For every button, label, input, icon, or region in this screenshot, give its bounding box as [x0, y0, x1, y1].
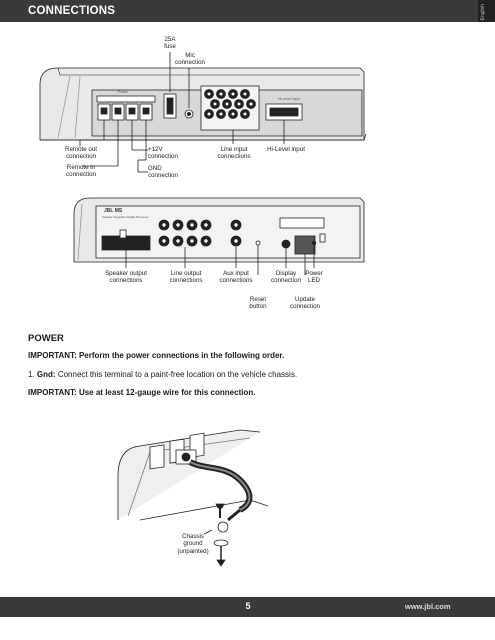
mic-callout: Mic connection: [175, 52, 205, 67]
amplifier-front-diagram: JBL MS Speaker Integration Digital Proce…: [73, 197, 365, 275]
hi-level-panel-text: Hi-Level Input: [278, 97, 300, 101]
remote-out-callout: Remote out connection: [65, 146, 97, 161]
update-callout: Update connection: [290, 296, 320, 311]
fuse-callout: 25A fuse: [164, 36, 176, 51]
speaker-output-callout: Speaker output connections: [105, 270, 147, 285]
page-title: CONNECTIONS: [28, 5, 116, 17]
footer-url[interactable]: www.jbl.com: [405, 602, 451, 611]
step-1: 1. Gnd: Connect this terminal to a paint…: [28, 370, 297, 379]
model-panel-text: Speaker Integration Digital Processor: [102, 215, 148, 219]
remote-in-callout: Remote in connection: [66, 164, 96, 179]
chassis-ground-callout: Chassis ground (unpainted): [177, 533, 209, 555]
display-callout: Display connection: [271, 270, 301, 285]
step-1-number: 1.: [28, 370, 35, 379]
line-output-callout: Line output connections: [169, 270, 203, 285]
hi-level-callout: Hi-Level input: [267, 146, 305, 153]
gnd-callout: GND connection: [148, 165, 178, 180]
brand-panel-text: JBL MS: [104, 208, 123, 214]
aux-input-callout: Aux input connections: [219, 270, 253, 285]
power-panel-text: Power: [118, 90, 129, 94]
page-number: 5: [245, 601, 251, 611]
language-tab: English: [478, 0, 495, 22]
plus12v-callout: +12V connection: [148, 146, 178, 161]
page-footer: 5 www.jbl.com: [0, 597, 495, 617]
amplifier-top-diagram: Power Hi-Level Input: [39, 52, 367, 173]
power-led-callout: Power LED: [305, 270, 323, 285]
step-1-label: Gnd:: [36, 370, 56, 379]
line-input-callout: Line input connections: [217, 146, 251, 161]
important-note-gauge: IMPORTANT: Use at least 12-gauge wire fo…: [28, 388, 256, 397]
step-1-text: Connect this terminal to a paint-free lo…: [57, 370, 298, 379]
section-heading: POWER: [28, 333, 64, 344]
important-note-order: IMPORTANT: Perform the power connections…: [28, 351, 285, 360]
reset-callout: Reset button: [249, 296, 267, 311]
page-header: CONNECTIONS: [0, 0, 495, 22]
ground-connection-diagram: [117, 420, 320, 567]
